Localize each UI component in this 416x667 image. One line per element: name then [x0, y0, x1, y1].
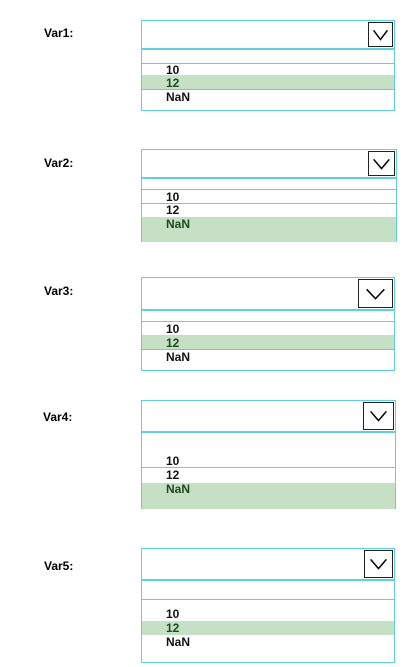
option-12[interactable]: 12: [166, 336, 180, 350]
option-nan[interactable]: NaN: [166, 90, 191, 104]
var2-dropdown[interactable]: [141, 149, 397, 178]
var3-label: Var3:: [44, 284, 74, 298]
option-divider: [142, 349, 394, 350]
var1-label: Var1:: [44, 26, 74, 40]
highlighted-option-bar: [142, 621, 394, 635]
option-nan[interactable]: NaN: [166, 482, 191, 496]
option-nan[interactable]: NaN: [166, 635, 191, 649]
var2-label: Var2:: [44, 156, 74, 170]
var1-dropdown[interactable]: [141, 20, 395, 49]
var4-dropdown[interactable]: [141, 400, 396, 432]
option-10[interactable]: 10: [166, 607, 180, 621]
option-nan[interactable]: NaN: [166, 350, 191, 364]
chevron-down-icon[interactable]: [368, 151, 395, 176]
highlighted-option-bar: [142, 217, 396, 242]
option-divider: [142, 599, 394, 600]
option-nan[interactable]: NaN: [166, 217, 191, 231]
var5-options-list: 10 12 NaN: [141, 580, 395, 663]
option-10[interactable]: 10: [166, 322, 180, 336]
option-divider: [142, 467, 395, 468]
option-divider: [142, 89, 394, 90]
var5-dropdown[interactable]: [141, 548, 395, 580]
var5-label: Var5:: [44, 559, 74, 573]
var3-dropdown[interactable]: [141, 277, 395, 310]
option-12[interactable]: 12: [166, 203, 180, 217]
chevron-down-icon[interactable]: [368, 22, 393, 47]
chevron-down-icon[interactable]: [358, 279, 393, 308]
option-12[interactable]: 12: [166, 468, 180, 482]
highlighted-option-bar: [142, 483, 395, 509]
var1-options-list: 10 12 NaN: [141, 49, 395, 111]
option-12[interactable]: 12: [166, 76, 180, 90]
chevron-down-icon[interactable]: [363, 402, 394, 430]
option-divider: [142, 189, 396, 190]
var3-options-list: 10 12 NaN: [141, 310, 395, 371]
option-divider: [142, 63, 394, 64]
var4-label: Var4:: [43, 410, 73, 424]
option-divider: [142, 321, 394, 322]
option-10[interactable]: 10: [166, 63, 180, 77]
option-divider: [142, 203, 396, 204]
var2-options-list: 10 12 NaN: [141, 178, 397, 242]
highlighted-option-bar: [142, 335, 394, 349]
chevron-down-icon[interactable]: [364, 550, 393, 578]
option-10[interactable]: 10: [166, 190, 180, 204]
option-10[interactable]: 10: [166, 454, 180, 468]
highlighted-option-bar: [142, 75, 394, 89]
option-12[interactable]: 12: [166, 621, 180, 635]
var4-options-list: 10 12 NaN: [141, 432, 396, 509]
